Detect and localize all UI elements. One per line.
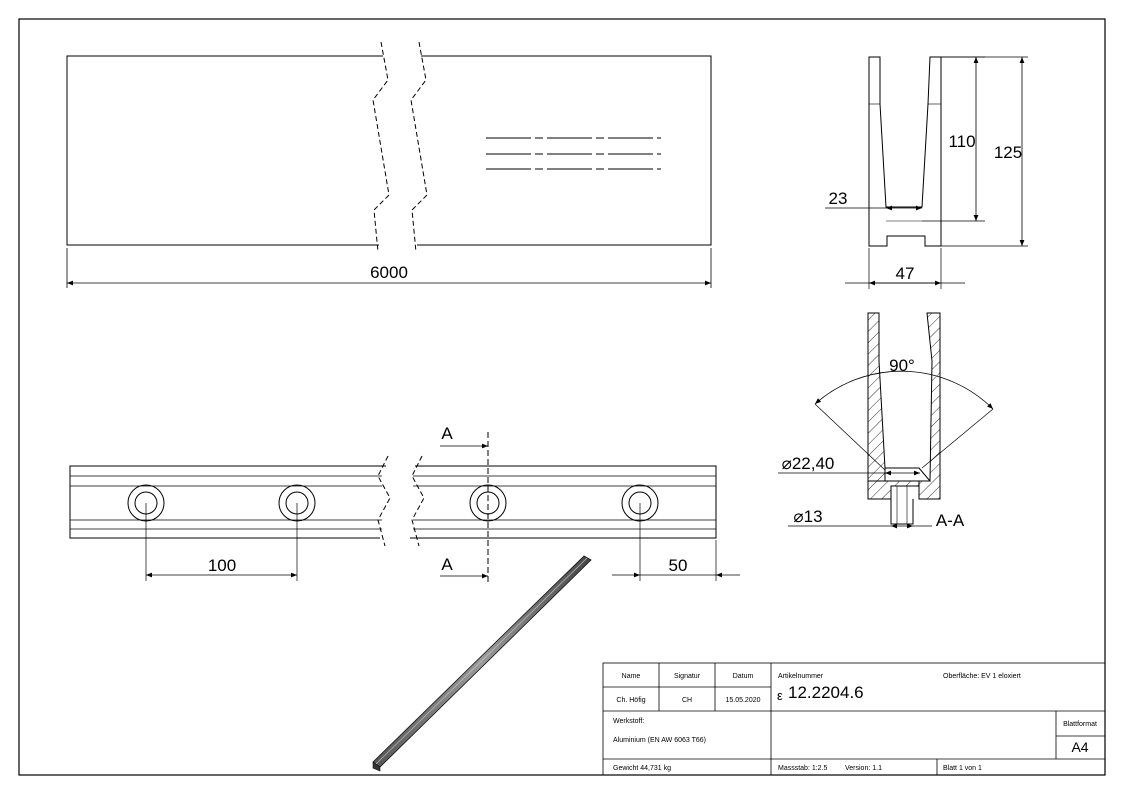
large-diameter-dimension: ⌀22,40 xyxy=(782,454,835,473)
drawing-date: 15.05.2020 xyxy=(725,697,760,704)
header-signature: Signatur xyxy=(674,673,701,680)
cut-label-bottom: A xyxy=(441,555,453,574)
cut-label-top: A xyxy=(441,424,453,443)
side-view xyxy=(69,432,740,582)
sheet-border xyxy=(18,18,1106,776)
inner-height-dimension: 110 xyxy=(948,132,975,151)
material-label: Werkstoff: xyxy=(613,718,644,725)
width-dimension: 47 xyxy=(896,264,915,283)
sheet-number: Blatt 1 von 1 xyxy=(943,765,982,772)
angle-dimension: 90° xyxy=(889,356,915,375)
small-diameter-dimension: ⌀13 xyxy=(793,507,822,526)
title-block xyxy=(602,662,1106,776)
section-label: A-A xyxy=(936,511,965,530)
total-height-dimension: 125 xyxy=(994,143,1022,162)
length-dimension: 6000 xyxy=(370,263,408,282)
article-label: Artikelnummer xyxy=(778,673,824,680)
top-view xyxy=(66,41,712,288)
header-name: Name xyxy=(622,673,641,680)
surface-finish: Oberfläche: EV 1 eloxiert xyxy=(943,673,1021,680)
article-number: 12.2204.6 xyxy=(788,683,864,702)
material-value: Aluminium (EN AW 6063 T66) xyxy=(613,737,706,744)
slot-width-dimension: 23 xyxy=(829,189,848,208)
article-prefix: ε xyxy=(777,688,783,703)
version: Version: 1.1 xyxy=(845,765,882,772)
drafter-name: Ch. Höfig xyxy=(616,697,645,704)
format-label: Blattformat xyxy=(1063,721,1097,728)
scale: Massstab: 1:2.5 xyxy=(778,765,828,772)
format-value: A4 xyxy=(1071,739,1088,755)
pitch-dimension: 100 xyxy=(208,556,236,575)
weight: Gewicht 44,731 kg xyxy=(613,765,671,772)
header-date: Datum xyxy=(733,673,754,680)
edge-dimension: 50 xyxy=(669,556,688,575)
drafter-signature: CH xyxy=(682,697,692,704)
end-view xyxy=(825,56,1028,289)
isometric-profile xyxy=(372,555,592,772)
section-view xyxy=(778,312,994,529)
